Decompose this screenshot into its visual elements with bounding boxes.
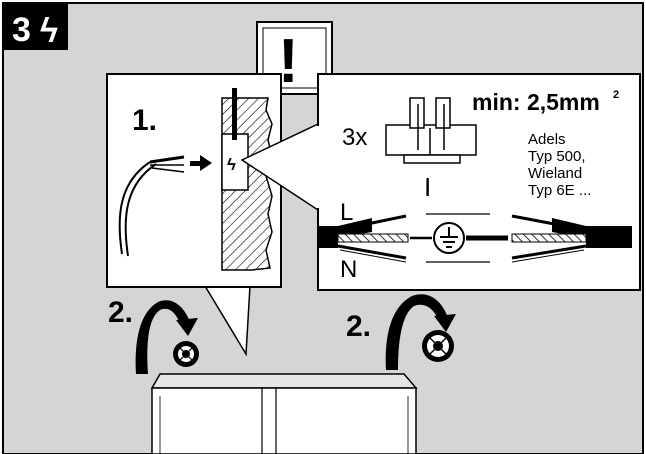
brand-line-3: Wieland [528,165,582,182]
line-label-l: L [340,199,353,226]
rotate-arrow-right-icon [385,294,456,370]
separator-i-label: I [424,172,431,202]
electric-bolt-icon: ϟ [40,12,58,50]
cabinet [150,373,418,454]
step-1-label: 1. [132,104,157,137]
min-cross-section-superscript: 2 [613,89,619,101]
quantity-label: 3x [342,124,367,151]
brand-line-1: Adels [528,131,566,148]
min-cross-section: min: 2,5mm [472,89,600,115]
arrow-right-icon [190,155,212,171]
neutral-label-n: N [340,256,357,283]
earth-connection [410,213,508,263]
bolt-icon: ϟ [227,155,236,174]
rotate-arrow-left-icon [135,300,198,374]
warning-exclamation-icon: ! [278,27,299,96]
wall-cable [232,88,237,140]
step-badge: 3 ϟ [4,4,68,50]
plug-right-icon [422,330,454,362]
terminal-block-icon [385,97,477,164]
step-2-right-label: 2. [346,310,371,343]
step-number: 3 [12,11,31,49]
loose-cable [118,155,185,257]
plug-left-icon [173,341,199,367]
connector-panel [317,73,641,291]
brand-line-2: Typ 500, [528,148,586,165]
wiring-right [511,214,632,263]
wiring-left [318,214,409,263]
brand-line-4: Typ 6E ... [528,182,591,199]
ground-symbol-icon [433,222,465,254]
step-2-left-label: 2. [108,296,133,329]
